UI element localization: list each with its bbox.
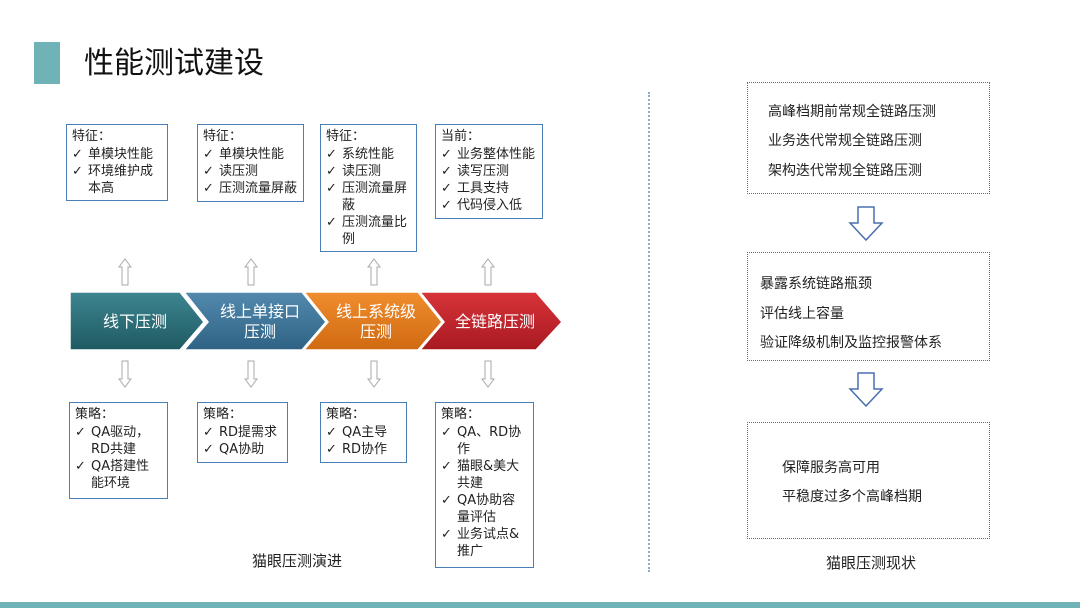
feature-head: 特征： [72,129,112,144]
down-arrow-icon [481,360,495,388]
status-line: 平稳度过多个高峰档期 [782,489,922,505]
strategy-item: 业务试点&推广 [441,526,528,560]
strategy-item: QA协助容量评估 [441,492,528,526]
strategy-head: 策略： [203,407,243,422]
status-line: 架构迭代常规全链路压测 [768,163,922,179]
down-arrow-icon [367,360,381,388]
stage-chevron-1 [69,291,205,351]
down-arrow-icon [118,360,132,388]
strategy-item: QA驱动，RD共建 [75,424,162,458]
page-title: 性能测试建设 [84,46,264,81]
stage-label-line: 线上单接口 [219,302,300,321]
bottom-accent-bar [0,602,1080,608]
strategy-item: QA协助 [203,441,282,458]
right-caption: 猫眼压测现状 [826,554,917,572]
feature-head: 当前： [441,129,481,144]
feature-item: 压测流量屏蔽 [203,180,298,197]
feature-item: 压测流量屏蔽 [326,180,411,214]
feature-box-2: 特征： 单模块性能 读压测 压测流量屏蔽 [197,124,304,202]
down-arrow-icon [848,372,884,408]
stage-label-line: 压测 [359,322,392,341]
strategy-head: 策略： [326,407,366,422]
strategy-item: RD提需求 [203,424,282,441]
strategy-box-2: 策略： RD提需求 QA协助 [197,402,288,463]
section-divider [648,92,650,572]
feature-box-1: 特征： 单模块性能 环境维护成本高 [66,124,168,201]
feature-head: 特征： [326,129,366,144]
down-arrow-icon [244,360,258,388]
feature-item: 业务整体性能 [441,146,537,163]
stage-chevron-3 [302,291,443,351]
feature-item: 工具支持 [441,180,537,197]
stage-label-3: 线上系统级 压测 [324,292,428,352]
stage-label-line: 全链路压测 [454,312,535,331]
down-arrow-icon [848,206,884,242]
status-box-2: 暴露系统链路瓶颈 评估线上容量 验证降级机制及监控报警体系 [747,252,990,361]
status-line: 保障服务高可用 [782,460,880,476]
process-chevrons [69,291,564,351]
feature-item: 单模块性能 [203,146,298,163]
feature-item: 读写压测 [441,163,537,180]
status-line: 高峰档期前常规全链路压测 [768,104,936,120]
strategy-head: 策略： [75,407,115,422]
status-line: 暴露系统链路瓶颈 [760,276,872,292]
feature-item: 读压测 [326,163,411,180]
strategy-item: QA搭建性能环境 [75,458,162,492]
feature-item: 环境维护成本高 [72,163,162,197]
feature-head: 特征： [203,129,243,144]
up-arrow-icon [367,258,381,286]
stage-chevron-2 [182,291,327,351]
strategy-head: 策略： [441,407,481,422]
strategy-item: QA、RD协作 [441,424,528,458]
status-line: 业务迭代常规全链路压测 [768,133,922,149]
feature-item: 代码侵入低 [441,197,537,214]
feature-item: 读压测 [203,163,298,180]
up-arrow-icon [244,258,258,286]
stage-label-1: 线下压测 [80,292,190,352]
stage-label-2: 线上单接口 压测 [206,292,314,352]
feature-box-3: 特征： 系统性能 读压测 压测流量屏蔽 压测流量比例 [320,124,417,252]
title-accent-bar [34,42,60,84]
up-arrow-icon [118,258,132,286]
left-caption: 猫眼压测演进 [252,552,343,570]
strategy-item: 猫眼&美大共建 [441,458,528,492]
strategy-box-1: 策略： QA驱动，RD共建 QA搭建性能环境 [69,402,168,499]
status-line: 验证降级机制及监控报警体系 [760,335,942,351]
strategy-item: QA主导 [326,424,401,441]
stage-label-line: 压测 [243,322,276,341]
feature-item: 压测流量比例 [326,214,411,248]
status-box-1: 高峰档期前常规全链路压测 业务迭代常规全链路压测 架构迭代常规全链路压测 [747,82,990,194]
strategy-box-3: 策略： QA主导 RD协作 [320,402,407,463]
feature-item: 单模块性能 [72,146,162,163]
feature-box-4: 当前： 业务整体性能 读写压测 工具支持 代码侵入低 [435,124,543,219]
stage-label-line: 线下压测 [102,312,167,331]
strategy-item: RD协作 [326,441,401,458]
stage-label-line: 线上系统级 [335,302,416,321]
stage-label-4: 全链路压测 [440,292,550,352]
status-line: 评估线上容量 [760,306,844,322]
status-box-3: 保障服务高可用 平稳度过多个高峰档期 [747,422,990,539]
stage-chevron-4 [418,291,564,351]
feature-item: 系统性能 [326,146,411,163]
up-arrow-icon [481,258,495,286]
strategy-box-4: 策略： QA、RD协作 猫眼&美大共建 QA协助容量评估 业务试点&推广 [435,402,534,568]
